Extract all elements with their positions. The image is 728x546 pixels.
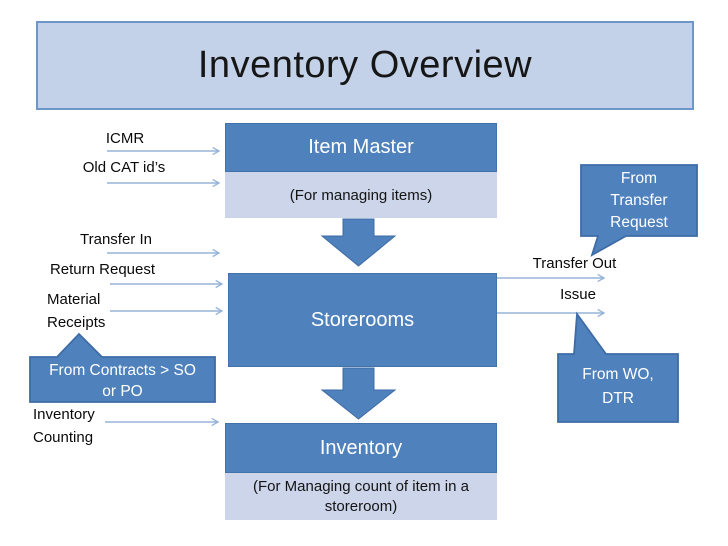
label-transfer-out-text: Transfer Out bbox=[532, 255, 617, 272]
inventory-subtitle-box: (For Managing count of item in a storero… bbox=[225, 473, 497, 520]
label-issue: Issue bbox=[518, 286, 638, 304]
slide-title-box: Inventory Overview bbox=[36, 21, 694, 110]
label-transfer-in-text: Transfer In bbox=[80, 231, 152, 248]
callout-ftr-line1: From bbox=[620, 170, 658, 187]
label-material-line: Material bbox=[47, 291, 101, 308]
label-icmr-text: ICMR bbox=[105, 130, 145, 147]
inventory-subtitle-line2: storeroom) bbox=[324, 497, 398, 515]
callout-wo-line2: DTR bbox=[602, 390, 634, 407]
label-counting-line: Counting bbox=[33, 429, 94, 446]
inventory-subtitle-line1: (For Managing count of item in a bbox=[253, 477, 469, 495]
label-old-cat-ids: Old CAT id’s bbox=[64, 159, 184, 177]
label-inventory-line: Inventory bbox=[33, 406, 95, 423]
item-master-subtitle-box: (For managing items) bbox=[225, 172, 497, 218]
callout-from-contracts-line2: or PO bbox=[102, 382, 143, 400]
label-transfer-out: Transfer Out bbox=[512, 255, 637, 273]
callout-from-contracts-line1: From Contracts > SO bbox=[49, 362, 196, 379]
callout-from-contracts-shape bbox=[29, 332, 216, 403]
storerooms-title: Storerooms bbox=[310, 308, 415, 331]
callout-wo-line1: From WO, bbox=[582, 366, 654, 383]
label-return-request-text: Return Request bbox=[49, 261, 156, 278]
down-arrow-item-master-to-storerooms-icon bbox=[320, 218, 397, 267]
label-material-receipts: Material Receipts bbox=[47, 288, 137, 334]
callout-ftr-line2: Transfer bbox=[610, 192, 668, 209]
label-receipts-line: Receipts bbox=[47, 314, 106, 331]
label-return-request: Return Request bbox=[30, 261, 175, 279]
callout-from-wo-dtr: From WO, DTR bbox=[558, 363, 678, 411]
callout-from-transfer-request: From Transfer Request bbox=[581, 168, 697, 234]
callout-ftr-line3: Request bbox=[610, 214, 668, 231]
page-title: Inventory Overview bbox=[197, 44, 533, 86]
storerooms-box: Storerooms bbox=[228, 273, 497, 367]
label-transfer-in: Transfer In bbox=[56, 231, 176, 249]
label-icmr: ICMR bbox=[85, 130, 165, 148]
label-inventory-counting: Inventory Counting bbox=[33, 403, 128, 449]
inventory-box: Inventory bbox=[225, 423, 497, 473]
down-arrow-storerooms-to-inventory-icon bbox=[320, 367, 397, 420]
item-master-title: Item Master bbox=[308, 136, 414, 158]
label-issue-text: Issue bbox=[560, 286, 596, 303]
callout-from-contracts: From Contracts > SO or PO bbox=[30, 361, 215, 402]
callout-from-transfer-request-shape bbox=[580, 164, 698, 257]
inventory-title: Inventory bbox=[319, 436, 403, 459]
item-master-box: Item Master bbox=[225, 123, 497, 172]
callout-from-wo-dtr-shape bbox=[557, 311, 679, 423]
label-old-cat-ids-text: Old CAT id’s bbox=[82, 159, 166, 176]
item-master-subtitle: (For managing items) bbox=[289, 186, 433, 204]
